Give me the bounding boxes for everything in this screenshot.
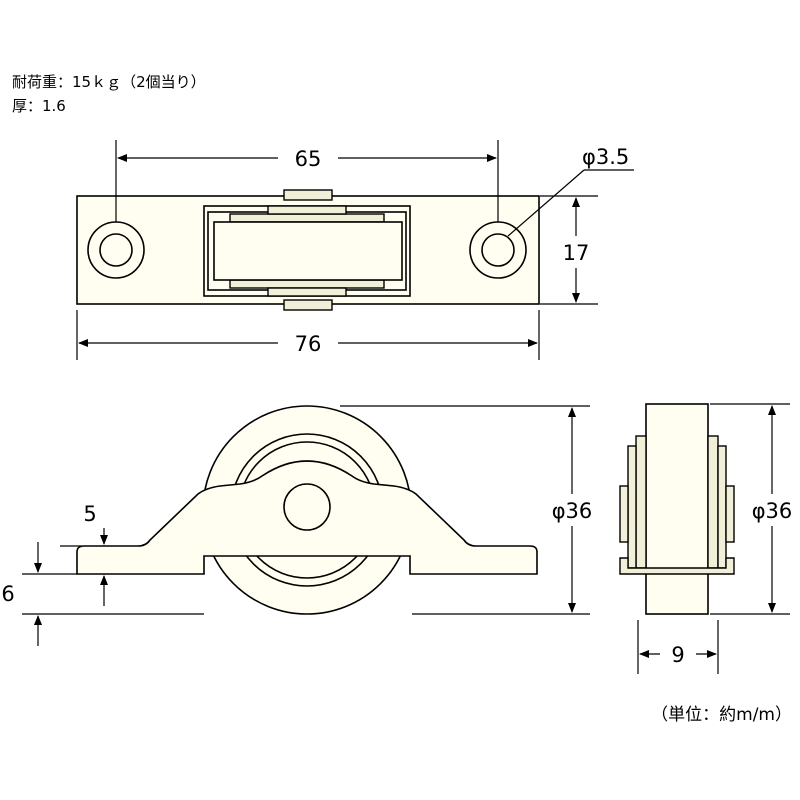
axle-end-left [619,485,629,543]
dim-total-length: 76 [295,332,322,356]
axle-top-tab [283,189,333,201]
bracket-flange-left [627,445,637,569]
dim-hole-diameter: φ3.5 [582,145,629,169]
mount-hole-left [99,233,133,267]
wheel-side [645,403,709,615]
wheel-rim-top [229,213,385,223]
spec-load-capacity: 耐荷重：15ｋｇ（2個当り） [12,73,206,91]
dim-wheel-diameter-front: φ36 [552,499,593,523]
spec-thickness: 厚：1.6 [12,97,66,115]
front-view: φ36 5 6 [1,405,593,646]
base-side [619,557,735,575]
side-view: φ36 9 [619,403,793,674]
wheel-rim-bottom [229,279,385,289]
dim-height: 17 [563,241,590,265]
axle-end-right [725,485,735,543]
axle-hole [283,483,331,531]
dim-wheel-diameter-side: φ36 [752,499,793,523]
dim-hole-pitch: 65 [295,147,322,171]
axle-bottom-tab [283,299,333,311]
wheel-center-bottom [267,287,347,297]
dim-base-height: 6 [1,582,14,606]
bracket-flange-right [717,445,727,569]
dim-flange-height: 5 [83,502,96,526]
wheel-center-top [267,205,347,215]
unit-note: （単位：約m/m） [651,705,792,725]
dim-width: 9 [671,643,684,667]
wheel-top [213,221,403,281]
bracket-side-left [635,435,647,569]
top-view: 65 φ3.5 17 76 [76,140,634,360]
bracket-side-right [707,435,719,569]
mount-hole-right [481,233,515,267]
